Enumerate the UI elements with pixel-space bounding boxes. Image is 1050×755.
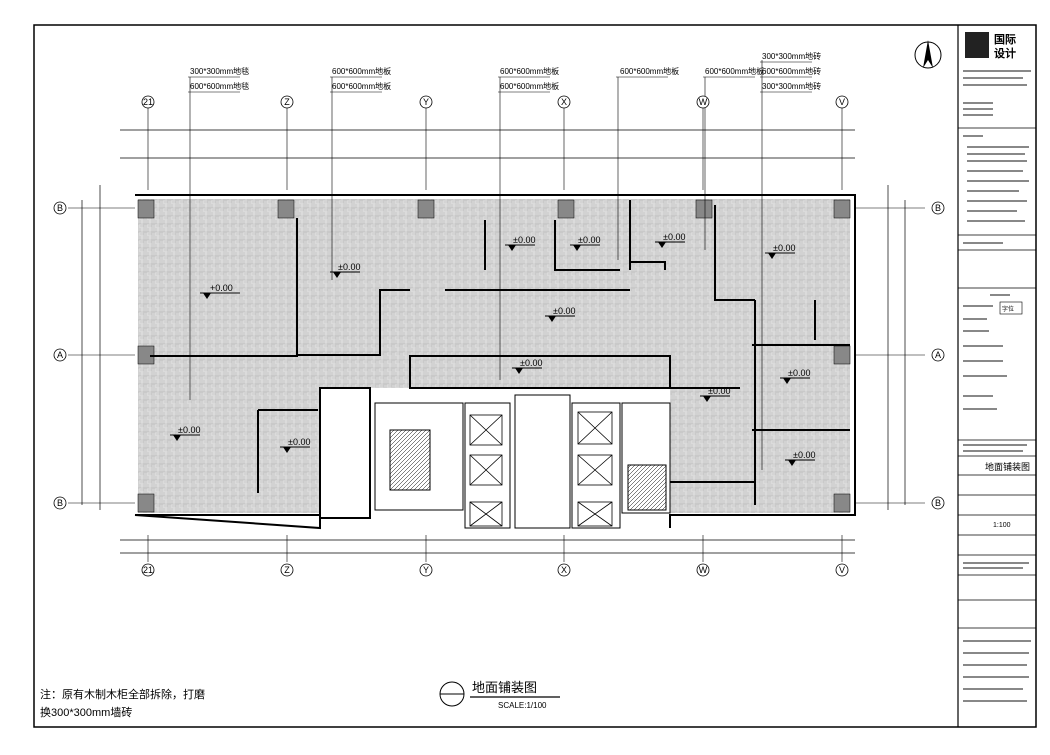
callout: 600*600mm地板 600*600mm地板: [498, 66, 559, 380]
axis-label: B: [57, 203, 63, 213]
drawing-title-block: 地面铺装图 SCALE:1/100: [439, 680, 560, 710]
callout-text: 600*600mm地毯: [190, 81, 249, 91]
axis-label: B: [935, 203, 941, 213]
callout: 300*300mm地砖 600*600mm地砖 300*300mm地砖: [760, 51, 821, 470]
title-block-drawing-name: 地面铺装图: [985, 461, 1030, 472]
callout: 600*600mm地板: [616, 66, 679, 260]
axis-label: 21: [143, 565, 153, 575]
level-mark: ±0.00: [288, 437, 310, 447]
drawing-scale: SCALE:1/100: [498, 701, 547, 710]
sheet-border: [33, 24, 1037, 728]
level-mark: ±0.00: [773, 243, 795, 253]
level-mark: ±0.00: [708, 386, 730, 396]
company-name: 国际: [994, 32, 1016, 46]
axis-label: Y: [423, 97, 429, 107]
callout-text: 300*300mm地砖: [762, 51, 821, 61]
axis-label: Y: [423, 565, 429, 575]
level-mark: ±0.00: [520, 358, 542, 368]
axis-label: W: [699, 97, 708, 107]
axis-label: X: [561, 97, 567, 107]
sheet-title-block: [958, 127, 1036, 629]
grid-axes: [68, 108, 925, 562]
columns: [137, 199, 851, 513]
axis-label: V: [839, 97, 845, 107]
core: [319, 387, 671, 529]
title-block-scale: 1:100: [993, 522, 1011, 529]
axis-label: W: [699, 565, 708, 575]
axis-label: B: [935, 498, 941, 508]
callout-text: 600*600mm地砖: [762, 66, 821, 76]
level-mark: ±0.00: [663, 232, 685, 242]
axis-label: Z: [284, 565, 290, 575]
level-mark: ±0.00: [578, 235, 600, 245]
north-arrow-icon: [914, 40, 942, 69]
interior-walls: [150, 200, 850, 505]
axis-bubbles-side: [53, 201, 945, 510]
axis-label: V: [839, 565, 845, 575]
axis-bubbles-top: [141, 95, 849, 109]
drawing-note: 换300*300mm墙砖: [40, 705, 132, 719]
callout: 600*600mm地板 600*600mm地板: [330, 66, 391, 280]
level-mark: ±0.00: [178, 425, 200, 435]
callout-text: 300*300mm地毯: [190, 66, 249, 76]
callout: 300*300mm地毯 600*600mm地毯: [188, 66, 249, 400]
material-callouts: 300*300mm地毯 600*600mm地毯 600*600mm地板 600*…: [188, 51, 821, 470]
level-mark: ±0.00: [513, 235, 535, 245]
drawing-title: 地面铺装图: [472, 680, 537, 695]
callout-text: 600*600mm地板: [500, 81, 559, 91]
level-mark: ±0.00: [793, 450, 815, 460]
callout-text: 600*600mm地板: [705, 66, 764, 76]
floor-plan: +0.00 ±0.00 ±0.00 ±0.00 ±0.00 ±0.00 ±0.0…: [134, 194, 856, 530]
callout-text: 600*600mm地板: [620, 66, 679, 76]
level-mark: +0.00: [210, 283, 233, 293]
drawing-note: 注：原有木制木柜全部拆除，打磨: [40, 687, 205, 701]
level-mark: ±0.00: [553, 306, 575, 316]
axis-label: 21: [143, 97, 153, 107]
axis-label: A: [935, 350, 941, 360]
callout-text: 300*300mm地砖: [762, 81, 821, 91]
logo-icon: [965, 32, 989, 58]
axis-label: A: [57, 350, 63, 360]
stamp-text: 字位: [1002, 305, 1014, 313]
callout-text: 600*600mm地板: [332, 66, 391, 76]
callout-text: 600*600mm地板: [500, 66, 559, 76]
callout-text: 600*600mm地板: [332, 81, 391, 91]
axis-label: B: [57, 498, 63, 508]
axis-label: Z: [284, 97, 290, 107]
level-markers: +0.00 ±0.00 ±0.00 ±0.00 ±0.00 ±0.00 ±0.0…: [170, 232, 815, 466]
level-mark: ±0.00: [338, 262, 360, 272]
axis-label: X: [561, 565, 567, 575]
level-mark: ±0.00: [788, 368, 810, 378]
title-block-fine-text: [963, 70, 1031, 702]
company-name: 设计: [994, 46, 1016, 60]
axis-bubbles-bottom: [141, 563, 849, 577]
